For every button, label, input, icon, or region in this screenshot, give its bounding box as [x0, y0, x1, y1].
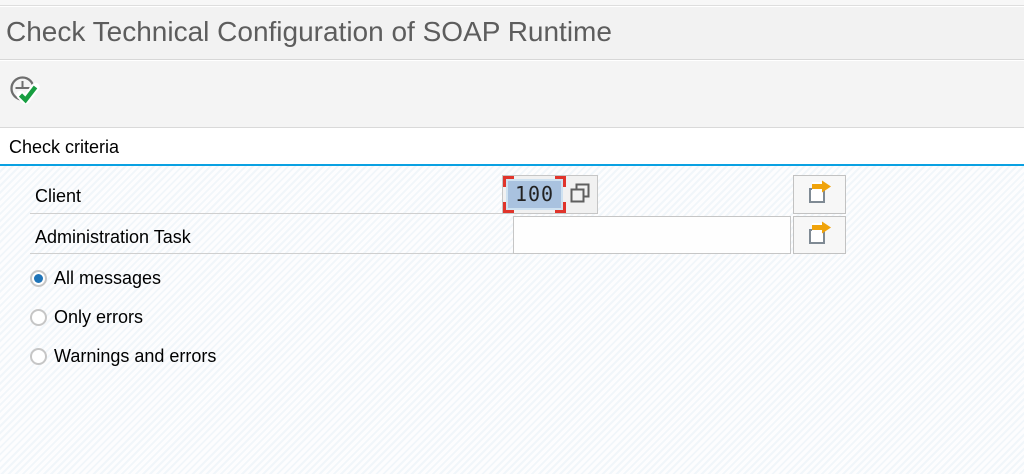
- radio-option-all-messages[interactable]: All messages: [30, 269, 161, 287]
- administration-task-multiple-selection-button[interactable]: [793, 216, 846, 254]
- focus-corner-bottom-left: [503, 202, 514, 213]
- client-row-underline: [30, 213, 513, 214]
- radio-option-warnings-and-errors[interactable]: Warnings and errors: [30, 347, 216, 365]
- radio-label: All messages: [54, 268, 162, 288]
- radio-option-only-errors[interactable]: Only errors: [30, 308, 143, 326]
- multiple-selection-arrow-icon: [805, 220, 835, 251]
- title-bar: Check Technical Configuration of SOAP Ru…: [0, 7, 1024, 60]
- section-header-check-criteria: Check criteria: [0, 128, 1024, 164]
- radio-button[interactable]: [30, 308, 47, 326]
- radio-label: Warnings and errors: [54, 346, 217, 366]
- radio-label: Only errors: [54, 307, 144, 327]
- form-background: [0, 166, 1024, 474]
- focus-corner-top-left: [503, 176, 514, 187]
- client-input[interactable]: 100: [506, 179, 563, 210]
- radio-button-selected[interactable]: [30, 269, 47, 287]
- administration-task-row-underline: [30, 253, 513, 254]
- multiple-selection-arrow-icon: [805, 179, 835, 210]
- overlapping-squares-icon: [567, 183, 593, 210]
- execute-clock-check-icon: [7, 75, 43, 112]
- radio-button[interactable]: [30, 347, 47, 365]
- administration-task-field-label: Administration Task: [35, 227, 191, 247]
- focus-corner-top-right: [555, 176, 566, 187]
- execute-button[interactable]: [5, 72, 45, 112]
- section-underline: [0, 164, 1024, 166]
- client-field-label: Client: [35, 186, 82, 206]
- administration-task-input[interactable]: [513, 216, 791, 254]
- value-help-button[interactable]: [566, 181, 594, 209]
- client-field-group: 100: [502, 175, 598, 214]
- application-toolbar: [0, 61, 1024, 128]
- window-top-strip: [0, 0, 1024, 6]
- page-title: Check Technical Configuration of SOAP Ru…: [6, 16, 612, 47]
- focus-corner-bottom-right: [555, 202, 566, 213]
- client-input-wrap: 100: [503, 176, 566, 213]
- client-multiple-selection-button[interactable]: [793, 175, 846, 214]
